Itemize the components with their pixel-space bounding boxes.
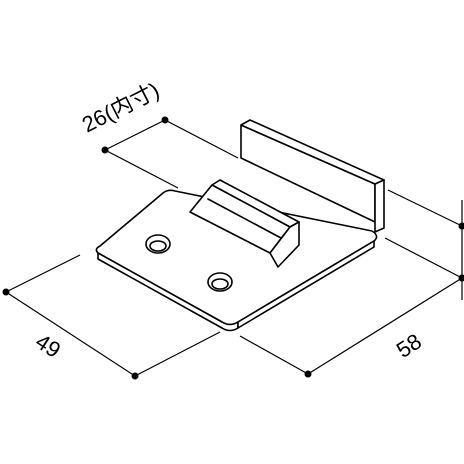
extension-line	[164, 119, 239, 159]
dimension-line	[104, 119, 166, 151]
dimension-label-length: 58	[392, 329, 426, 363]
dimension-label-depth: 49	[31, 329, 65, 363]
dimension-dot	[458, 274, 464, 282]
dimension-depth	[5, 254, 221, 377]
dimension-line	[307, 277, 463, 375]
dimension-dot	[101, 146, 109, 154]
dimension-line	[5, 291, 136, 377]
extension-line	[5, 254, 81, 293]
back-plate-side	[374, 179, 385, 233]
dimension-dot	[458, 222, 464, 230]
extension-line	[387, 189, 463, 227]
extension-line	[384, 237, 463, 279]
mounting-hole-left-inner	[149, 240, 167, 252]
dimension-length	[239, 189, 463, 375]
extension-line	[239, 335, 309, 375]
dimension-width-inner	[104, 119, 239, 189]
mounting-hole-right-inner	[211, 278, 229, 290]
dimension-dot	[304, 370, 312, 378]
base-plate-right-edge	[237, 240, 375, 329]
dimension-label-width: 26(内寸)	[78, 77, 163, 137]
dimension-dot	[2, 288, 10, 296]
extension-line	[134, 331, 221, 377]
dimension-dot	[131, 372, 139, 380]
extension-line	[104, 149, 179, 189]
rib-groove-line	[207, 198, 282, 239]
rib-side	[269, 221, 300, 268]
dimension-dot	[161, 116, 169, 124]
bracket-part	[95, 119, 385, 332]
